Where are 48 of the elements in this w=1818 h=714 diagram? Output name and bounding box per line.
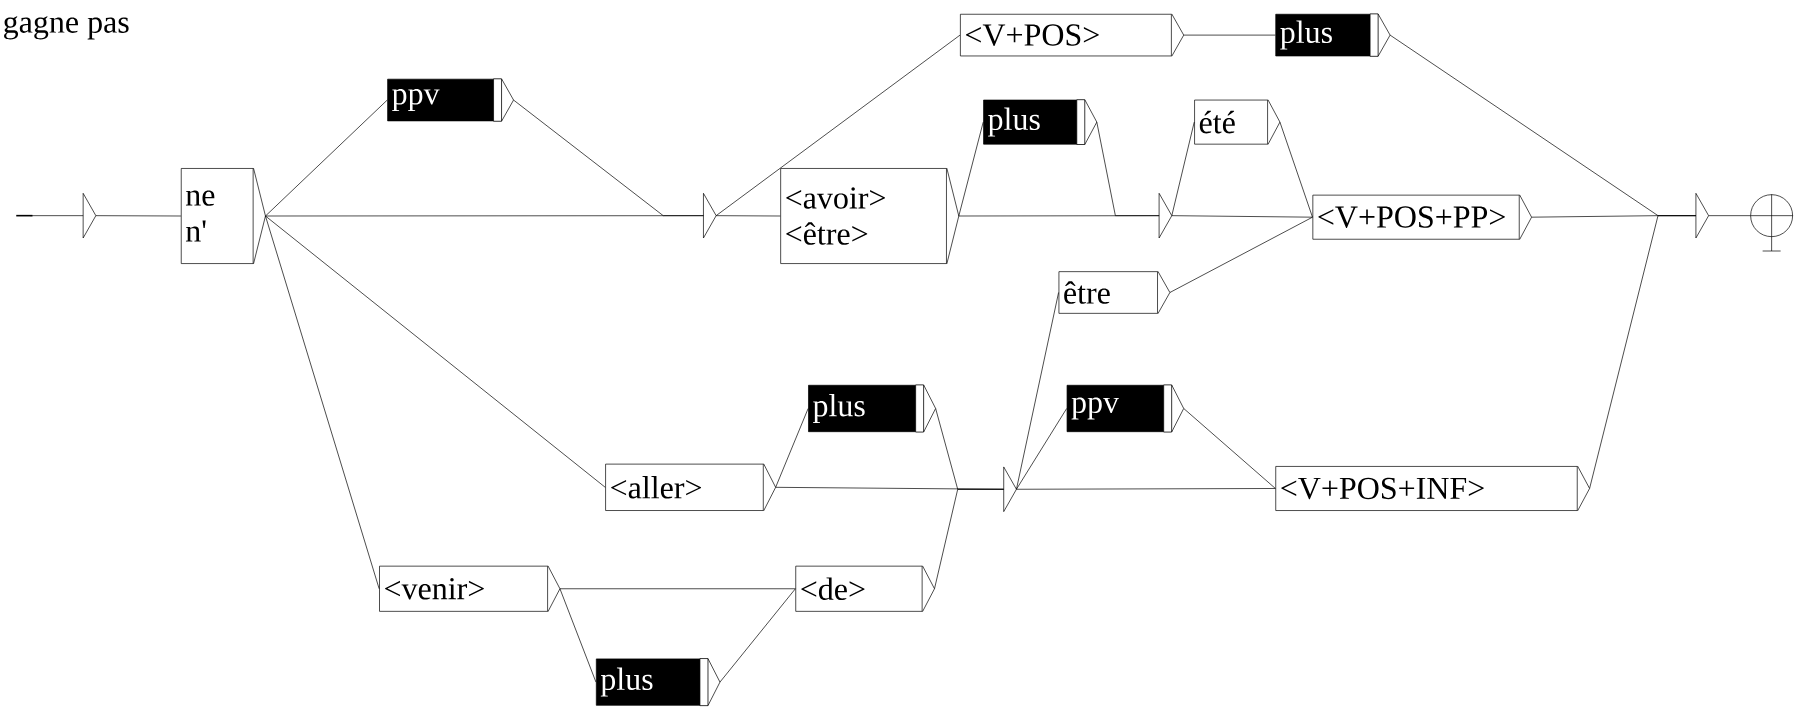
empty-box-triangle	[1158, 192, 1173, 239]
initial-state-symbol	[15, 192, 97, 239]
connector	[1016, 292, 1059, 490]
connector	[934, 488, 1005, 590]
highlighted-box: plus	[1275, 13, 1391, 57]
connector	[775, 408, 809, 488]
connector	[1016, 488, 1276, 490]
empty-box-triangle	[1695, 192, 1709, 239]
text-box: été	[1194, 99, 1281, 145]
connector	[1183, 34, 1276, 36]
connector	[719, 588, 796, 683]
text-box: <V+POS+PP>	[1312, 194, 1532, 240]
highlighted-box: plus	[983, 99, 1098, 145]
connector	[1708, 215, 1751, 216]
highlighted-box: plus	[808, 384, 936, 433]
text-box: être	[1058, 270, 1171, 315]
highlighted-box: plus	[595, 658, 721, 706]
connector	[559, 588, 796, 590]
empty-box-triangle	[703, 192, 717, 239]
text-box: <avoir> <être>	[780, 167, 960, 265]
connector	[1096, 121, 1160, 216]
connector	[1589, 215, 1697, 489]
highlighted-box: ppv	[387, 78, 514, 122]
final-state-symbol	[1749, 193, 1794, 252]
text-box: ne n'	[180, 167, 266, 265]
connector	[1183, 408, 1276, 489]
connector	[1016, 408, 1068, 490]
graph-name: gagne pas	[4, 16, 129, 40]
connector	[559, 588, 597, 683]
connector	[958, 121, 984, 217]
empty-box-triangle	[1003, 466, 1017, 512]
connector	[513, 99, 704, 216]
connector	[1171, 215, 1313, 218]
connector	[1279, 121, 1313, 218]
connector	[265, 99, 388, 217]
connector	[1169, 216, 1313, 293]
highlighted-box: ppv	[1066, 384, 1185, 433]
connector	[1171, 121, 1195, 216]
connector	[95, 215, 182, 217]
connector	[265, 215, 606, 488]
text-box: <venir>	[379, 565, 561, 613]
text-box: <V+POS+INF>	[1275, 465, 1590, 512]
text-box: <de>	[795, 565, 935, 613]
text-box: <aller>	[605, 463, 776, 512]
connector	[715, 34, 961, 216]
connector	[715, 215, 781, 217]
text-box: <V+POS>	[960, 13, 1185, 57]
connector	[265, 215, 380, 590]
